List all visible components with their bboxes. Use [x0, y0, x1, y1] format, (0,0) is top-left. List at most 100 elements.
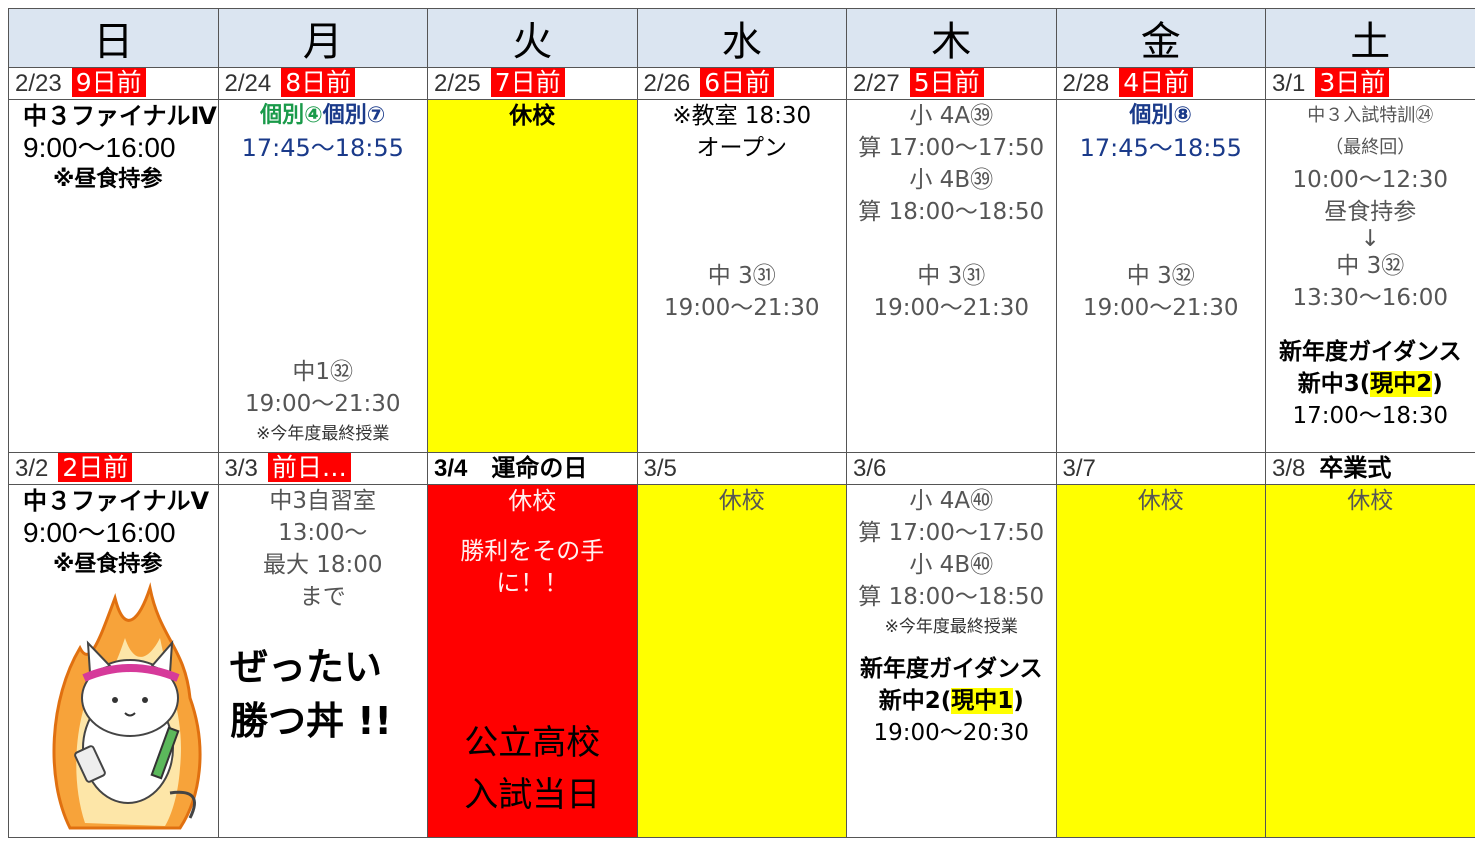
event-title: 中3自習室 [269, 488, 377, 514]
cat-mascot-illustration [52, 582, 202, 830]
event-time: 13:00〜 [278, 520, 368, 546]
countdown-badge: 6日前 [700, 68, 775, 97]
countdown-badge: 8日前 [281, 68, 356, 97]
event-time: 算 17:00〜17:50 [858, 520, 1045, 546]
day-header: 日 [8, 8, 219, 68]
guidance-title: 新年度ガイダンス [859, 656, 1043, 682]
slogan: ぜったい 勝つ丼 !! [230, 640, 392, 748]
event-time: 9:00〜16:00 [23, 517, 176, 548]
event-time: 算 18:00〜18:50 [858, 199, 1045, 225]
closed-label: 休校 [718, 488, 765, 514]
date-label: 運命の日 [491, 453, 588, 483]
event-note: ※今年度最終授業 [884, 617, 1018, 637]
event-title: 個別④個別⑦ [260, 103, 386, 128]
event-time: 17:45〜18:55 [241, 134, 404, 162]
date-cell: 3/6 [846, 452, 1057, 485]
event-title: 個別⑧ [1129, 103, 1193, 128]
date-cell: 3/5 [636, 452, 847, 485]
date-cell: 3/7 [1055, 452, 1266, 485]
date: 2/25 [434, 70, 481, 97]
date: 3/7 [1062, 455, 1096, 482]
event-note: オープン [696, 135, 788, 161]
cell-mon-0224: 個別④個別⑦ 17:45〜18:55 中1㉜ 19:00〜21:30 ※今年度最… [217, 99, 428, 453]
date: 2/28 [1062, 70, 1110, 97]
event-time: 算 17:00〜17:50 [858, 135, 1045, 161]
cell-tue-0304: 休校 勝利をその手 に！！ 公立高校 入試当日 [427, 484, 638, 838]
schedule-row-week2: 中３ファイナルⅤ 9:00〜16:00 ※昼食持参 中3自習室 13:00〜 最… [8, 484, 1475, 838]
day-header: 水 [636, 8, 847, 68]
calendar-table: 日 月 火 水 木 金 土 2/23 9日前 2/24 8日前 2/25 7日前 2/… [8, 8, 1475, 838]
guidance-target: 新中3(現中2) [1297, 371, 1443, 397]
day-header: 木 [846, 8, 1057, 68]
event-time: 最大 18:00 [262, 552, 383, 578]
date: 2/24 [224, 70, 272, 97]
slogan-line: ぜったい [230, 645, 383, 689]
event-title: 中 3㉛ [707, 263, 776, 289]
slogan-line: 勝つ丼 !! [230, 699, 392, 743]
motto-line: に！！ [496, 569, 569, 597]
closed-label: 休校 [1137, 488, 1184, 514]
event-time: 9:00〜16:00 [23, 132, 176, 163]
event-title: 中３ファイナルⅣ [23, 102, 217, 130]
event-time: 19:00〜21:30 [663, 295, 820, 321]
schedule-row-week1: 中３ファイナルⅣ 9:00〜16:00 ※昼食持参 個別④個別⑦ 17:45〜1… [8, 99, 1475, 453]
exam-day-label: 公立高校 [464, 723, 601, 763]
date: 3/8 [1272, 455, 1306, 482]
event-time: 19:00〜21:30 [244, 391, 401, 417]
event-time: 19:00〜20:30 [873, 720, 1030, 746]
event-title: 小 4A㊵ [909, 488, 994, 514]
arrow: ↓ [1360, 226, 1380, 252]
weekday-header-row: 日 月 火 水 木 金 土 [8, 8, 1475, 68]
event-note: 昼食持参 [1324, 199, 1417, 225]
date: 2/26 [643, 70, 691, 97]
event-title: 中 3㉜ [1126, 263, 1195, 289]
event-time: 19:00〜21:30 [873, 295, 1030, 321]
event-time: 17:45〜18:55 [1079, 134, 1242, 162]
event-title: 中３ファイナルⅤ [23, 487, 210, 515]
event-title: 中1㉜ [292, 359, 354, 385]
guidance-title: 新年度ガイダンス [1278, 339, 1462, 365]
date: 3/1 [1272, 70, 1306, 97]
date-cell: 2/23 9日前 [8, 67, 219, 100]
cell-sun-0223: 中３ファイナルⅣ 9:00〜16:00 ※昼食持参 [8, 99, 219, 453]
day-header: 土 [1265, 8, 1475, 68]
cell-sat-0301: 中３入試特訓㉔ （最終回） 10:00〜12:30 昼食持参 ↓ 中 3㉜ 13… [1265, 99, 1475, 453]
event-time: 13:30〜16:00 [1292, 285, 1449, 311]
guidance-target: 新中2(現中1) [878, 688, 1024, 714]
date: 2/27 [853, 70, 900, 97]
countdown-badge: 9日前 [71, 68, 146, 97]
motto-line: 勝利をその手 [460, 537, 605, 565]
day-header: 金 [1055, 8, 1266, 68]
event-note: ※昼食持参 [53, 167, 163, 192]
date-cell: 3/1 3日前 [1265, 67, 1475, 100]
event-title: 中 3㉛ [917, 263, 986, 289]
day-header: 月 [217, 8, 428, 68]
closed-label: 休校 [1347, 488, 1394, 514]
countdown-badge: 3日前 [1315, 68, 1390, 97]
event-time: 19:00〜21:30 [1082, 295, 1239, 321]
event-title: 小 4B㊵ [909, 552, 994, 578]
event-title: 中３入試特訓㉔ [1307, 105, 1434, 126]
event-note: ※今年度最終授業 [256, 424, 390, 444]
date: 3/6 [853, 455, 887, 482]
countdown-badge: 5日前 [909, 68, 984, 97]
date: 3/2 [15, 455, 49, 482]
cell-thu-0306: 小 4A㊵ 算 17:00〜17:50 小 4B㊵ 算 18:00〜18:50 … [846, 484, 1057, 838]
countdown-badge: 4日前 [1119, 68, 1194, 97]
cell-fri-0228: 個別⑧ 17:45〜18:55 中 3㉜ 19:00〜21:30 [1055, 99, 1266, 453]
closed-label: 休校 [508, 487, 557, 515]
event-time: 17:00〜18:30 [1292, 403, 1449, 429]
date: 2/23 [15, 70, 62, 97]
event-note: まで [299, 584, 346, 610]
event-title: 小 4A㊴ [909, 103, 994, 129]
event-note: ※昼食持参 [53, 552, 163, 577]
cell-thu-0227: 小 4A㊴ 算 17:00〜17:50 小 4B㊴ 算 18:00〜18:50 … [846, 99, 1057, 453]
cell-wed-0305: 休校 [636, 484, 847, 838]
date-cell: 2/28 4日前 [1055, 67, 1266, 100]
event-time: 10:00〜12:30 [1292, 167, 1449, 193]
countdown-badge: 7日前 [490, 68, 565, 97]
